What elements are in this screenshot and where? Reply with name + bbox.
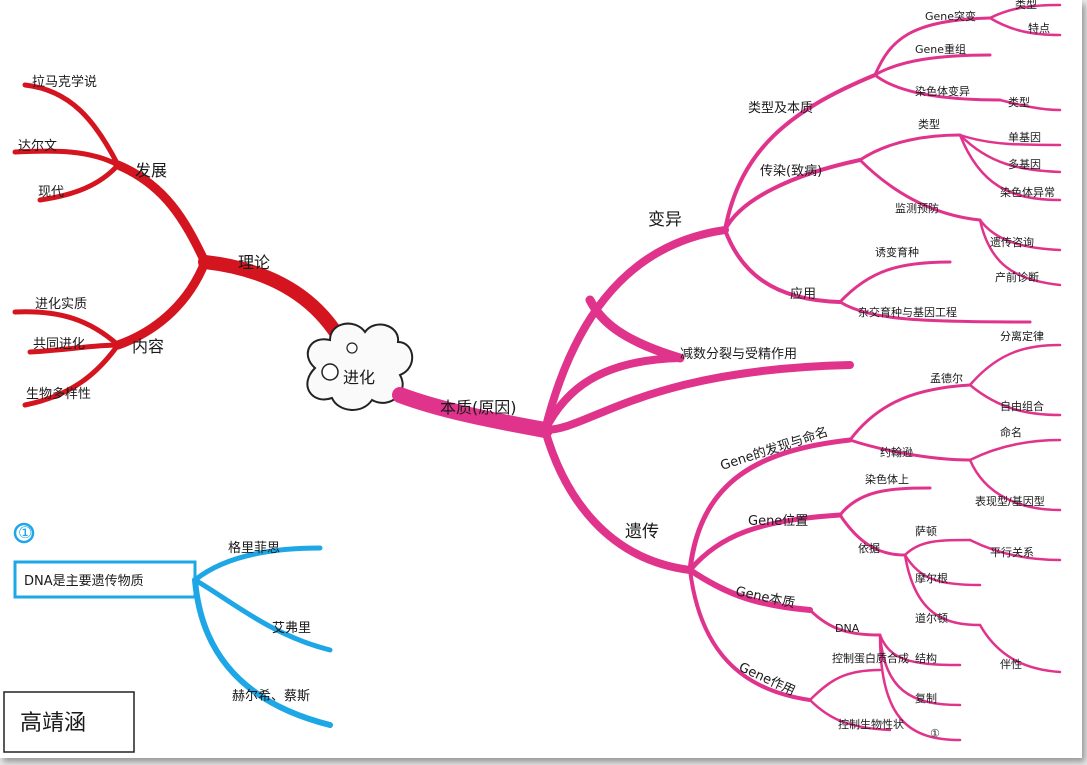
content-item-biodiversity: 生物多样性 <box>26 386 91 402</box>
cloud-shape <box>306 322 414 411</box>
johansen-label: 约翰逊 <box>880 445 913 459</box>
meiosis-label: 减数分裂与受精作用 <box>680 347 797 362</box>
sheep-face-icon <box>321 363 339 381</box>
disease-types-label: 类型 <box>918 117 940 131</box>
dev-item-lamarck: 拉马克学说 <box>32 74 97 90</box>
replication-label: 复制 <box>915 691 937 705</box>
control-traits-label: 控制生物性状 <box>838 717 904 731</box>
prenatal-diagnosis-label: 产前诊断 <box>995 270 1039 284</box>
evidence-label: 依据 <box>858 541 880 555</box>
theory-branch <box>12 82 352 408</box>
genetic-counsel-label: 遗传咨询 <box>990 235 1034 249</box>
signature-text: 高靖涵 <box>20 711 86 736</box>
dna-label: DNA <box>835 622 860 635</box>
variation-label: 变异 <box>648 210 682 230</box>
hybrid-engineering-label: 杂交育种与基因工程 <box>858 305 957 319</box>
central-sheep-node <box>306 322 414 411</box>
structure-label: 结构 <box>915 651 937 665</box>
monitor-prevent-label: 监测预防 <box>895 201 939 215</box>
central-label: 进化 <box>343 368 375 387</box>
mendel-label: 孟德尔 <box>930 371 963 385</box>
control-protein-label: 控制蛋白质合成 <box>832 651 909 665</box>
circled-one-label: ① <box>930 727 940 740</box>
chromo-sub-types: 类型 <box>1008 95 1030 109</box>
dev-item-modern: 现代 <box>38 185 64 200</box>
dna-box-title: DNA是主要遗传物质 <box>24 574 144 589</box>
phenotype-genotype-label: 表现型/基因型 <box>975 494 1045 508</box>
application-label: 应用 <box>790 286 816 302</box>
on-chromosome-label: 染色体上 <box>865 472 909 486</box>
gene-discovery-label: Gene的发现与命名 <box>718 424 830 474</box>
multi-gene-label: 多基因 <box>1008 157 1041 171</box>
hershey-chase-label: 赫尔希、蔡斯 <box>232 689 310 704</box>
chromo-abnormal-label: 染色体异常 <box>1000 185 1055 199</box>
griffith-label: 格里菲思 <box>228 540 280 556</box>
content-label: 内容 <box>132 337 164 356</box>
sheep-ear-icon <box>346 342 358 354</box>
essence-label: 本质(原因) <box>440 398 517 417</box>
essence-branch <box>392 3 1062 742</box>
sutton-label: 萨顿 <box>915 524 937 538</box>
dev-item-darwin: 达尔文 <box>18 139 57 154</box>
dna-number-circle <box>13 522 35 544</box>
gene-function-label: Gene作用 <box>736 660 797 699</box>
mutation-sub-types: 类型 <box>1015 0 1037 11</box>
gene-mutation-label: Gene突变 <box>925 9 976 23</box>
mutation-sub-features: 特点 <box>1028 21 1050 35</box>
dna-number-label: ① <box>18 523 32 542</box>
single-gene-label: 单基因 <box>1008 131 1041 144</box>
naming-label: 命名 <box>1000 425 1022 439</box>
heredity-label: 遗传 <box>625 522 659 542</box>
signature-box <box>3 691 135 753</box>
theory-label: 理论 <box>238 253 270 272</box>
sex-linked-label: 伴性 <box>1000 657 1022 671</box>
gene-nature-label: Gene本质 <box>734 584 796 611</box>
independent-assortment-label: 自由组合 <box>1000 399 1044 413</box>
gene-location-label: Gene位置 <box>748 514 808 529</box>
dna-box-group <box>13 522 333 728</box>
segregation-law-label: 分离定律 <box>1000 329 1044 343</box>
development-label: 发展 <box>135 161 167 180</box>
content-item-coevolution: 共同进化 <box>33 337 85 352</box>
gene-recomb-label: Gene重组 <box>915 42 966 56</box>
types-essence-label: 类型及本质 <box>748 101 813 116</box>
avery-label: 艾弗里 <box>272 621 311 636</box>
dalton-label: 道尔顿 <box>915 611 948 625</box>
chromo-variation-label: 染色体变异 <box>915 84 970 98</box>
disease-label: 传染(致病) <box>760 164 822 179</box>
morgan-label: 摩尔根 <box>915 571 948 585</box>
mutation-breeding-label: 诱变育种 <box>875 245 919 259</box>
content-item-essence: 进化实质 <box>35 297 87 312</box>
parallel-relation-label: 平行关系 <box>990 545 1034 559</box>
